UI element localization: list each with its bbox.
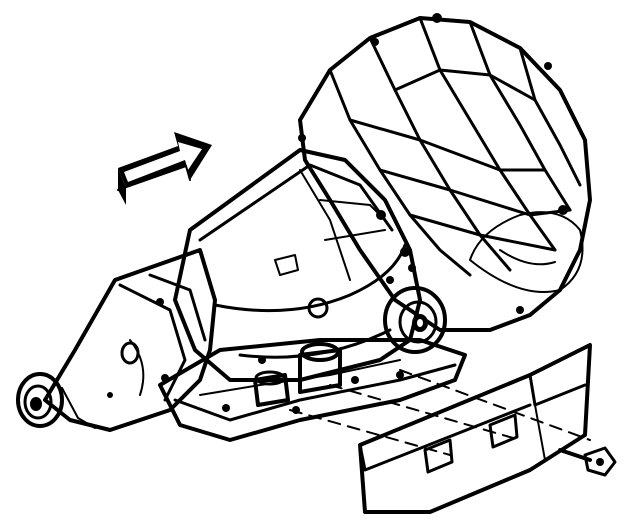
alignment-lines xyxy=(289,369,591,456)
bracket xyxy=(358,343,592,514)
tail-housing xyxy=(16,248,217,432)
oil-pan xyxy=(158,338,467,442)
bolt xyxy=(558,446,617,477)
bell-housing xyxy=(298,13,592,332)
direction-arrow xyxy=(117,132,212,205)
mount-pad xyxy=(383,286,447,354)
